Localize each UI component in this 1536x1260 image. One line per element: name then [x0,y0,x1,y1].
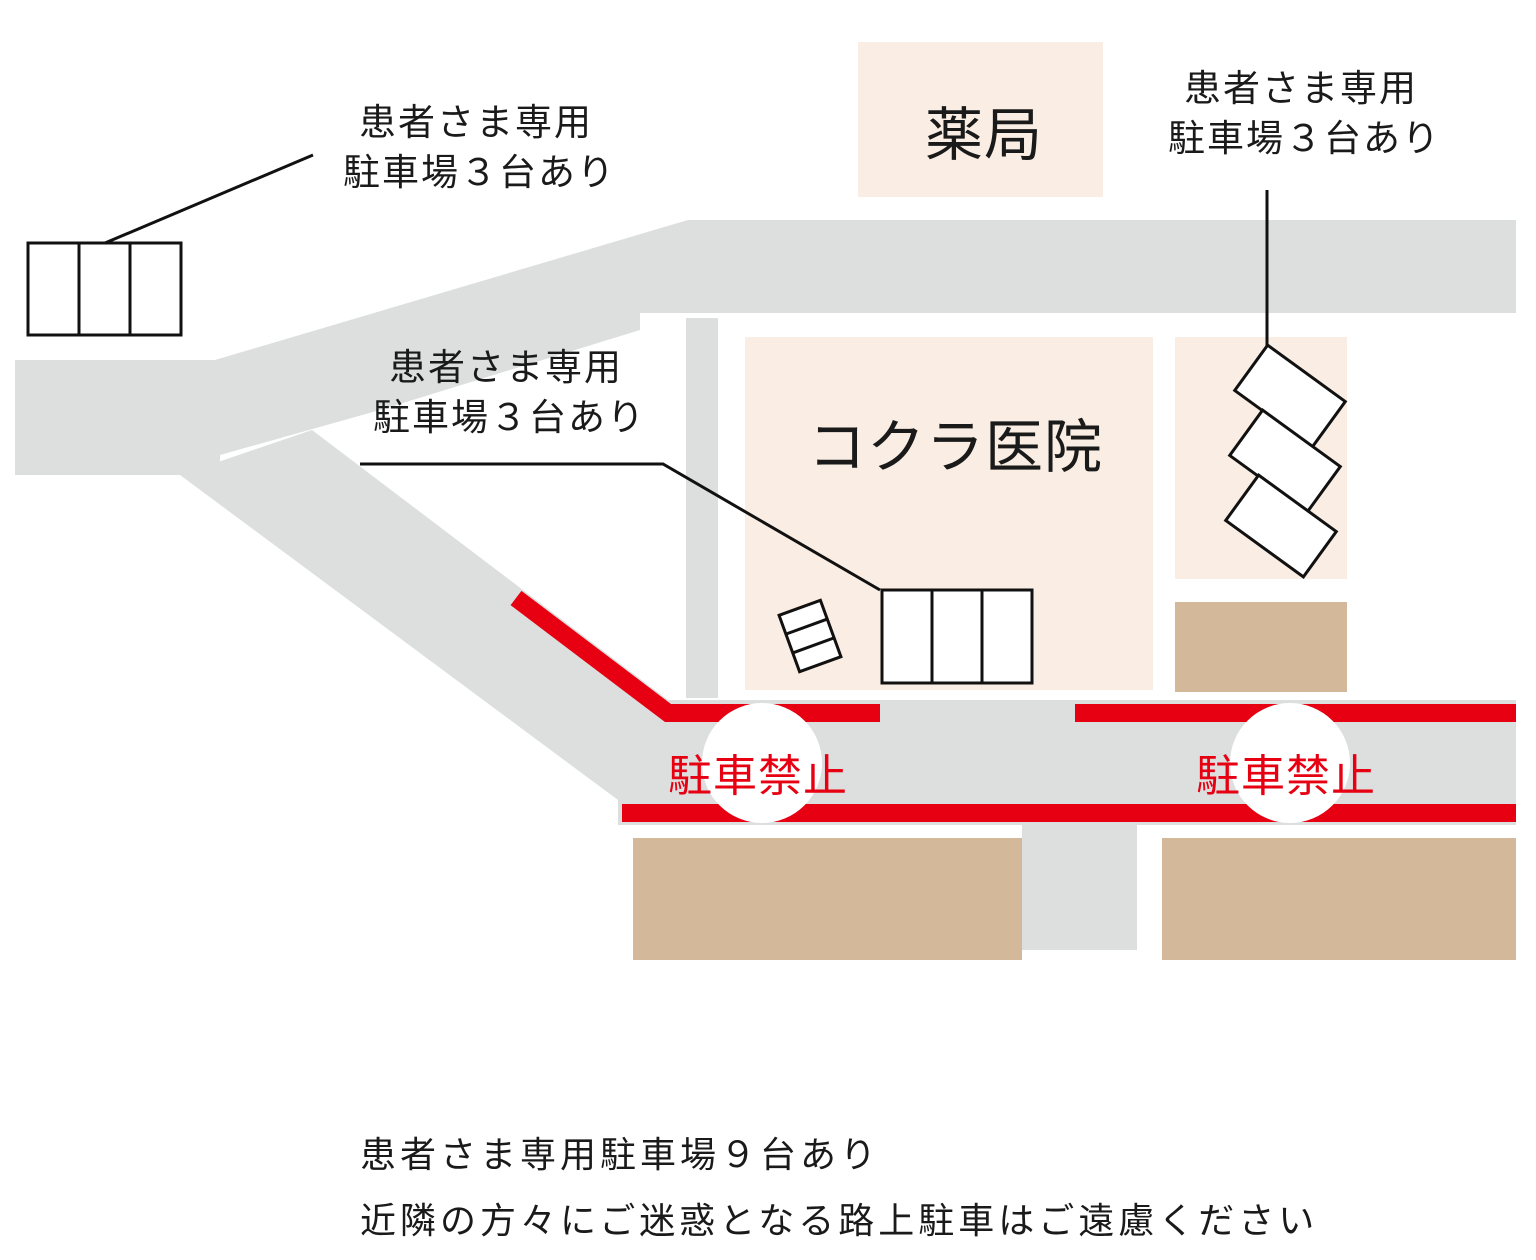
parking-space [1223,473,1339,579]
parking-label-center: 患者さま専用 駐車場３台あり [373,343,646,443]
parking-space [880,588,934,685]
parking-space [980,588,1034,685]
parking-label-upper-left: 患者さま専用 駐車場３台あり [343,98,616,198]
leader-lines [104,153,1269,592]
no-parking-circle-right [1230,703,1350,823]
road-vertical-center [686,318,718,698]
parking-space [77,241,132,337]
no-parking-line-diagonal [510,590,880,722]
parking-label-line2: 駐車場３台あり [343,151,616,194]
parking-label-line1: 患者さま専用 [359,101,593,144]
neighbor-building-bottom-right [1162,838,1516,960]
road-left-horizontal [15,360,220,475]
no-parking-label-left: 駐車禁止 [668,751,848,802]
road-upper [215,220,1516,455]
parking-label-line1: 患者さま専用 [389,346,623,389]
no-parking-label-right: 駐車禁止 [1196,751,1376,802]
road-diagonal [180,430,668,825]
parking-space [930,588,984,685]
parking-label-line2: 駐車場３台あり [1168,117,1441,160]
parking-label-line2: 駐車場３台あり [373,396,646,439]
road-south-branch [1022,825,1137,950]
clinic-name: コクラ医院 [808,413,1104,481]
parking-space [128,241,183,337]
total-parking-note: 患者さま専用駐車場９台あり [360,1135,881,1176]
parking-space [26,241,81,337]
neighbor-building-bottom-left [633,838,1022,960]
parking-label-upper-right: 患者さま専用 駐車場３台あり [1168,64,1441,164]
leader-line-center [360,462,881,592]
parking-label-line1: 患者さま専用 [1184,67,1418,110]
street-parking-request: 近隣の方々にご迷惑となる路上駐車はご遠慮ください [360,1201,1319,1242]
parking-lot-upper-left [26,241,183,337]
bicycle-rack-divider [785,617,828,636]
bicycle-rack-divider [792,636,835,655]
leader-line-upper-left [104,153,314,245]
bicycle-parking [777,598,843,674]
no-parking-circle-left [702,703,822,823]
pharmacy-name: 薬局 [925,101,1044,169]
neighbor-building-right [1175,602,1347,692]
parking-lot-center [880,588,1034,685]
pharmacy-building [858,42,1103,197]
parking-lot-upper-right [1223,343,1348,579]
